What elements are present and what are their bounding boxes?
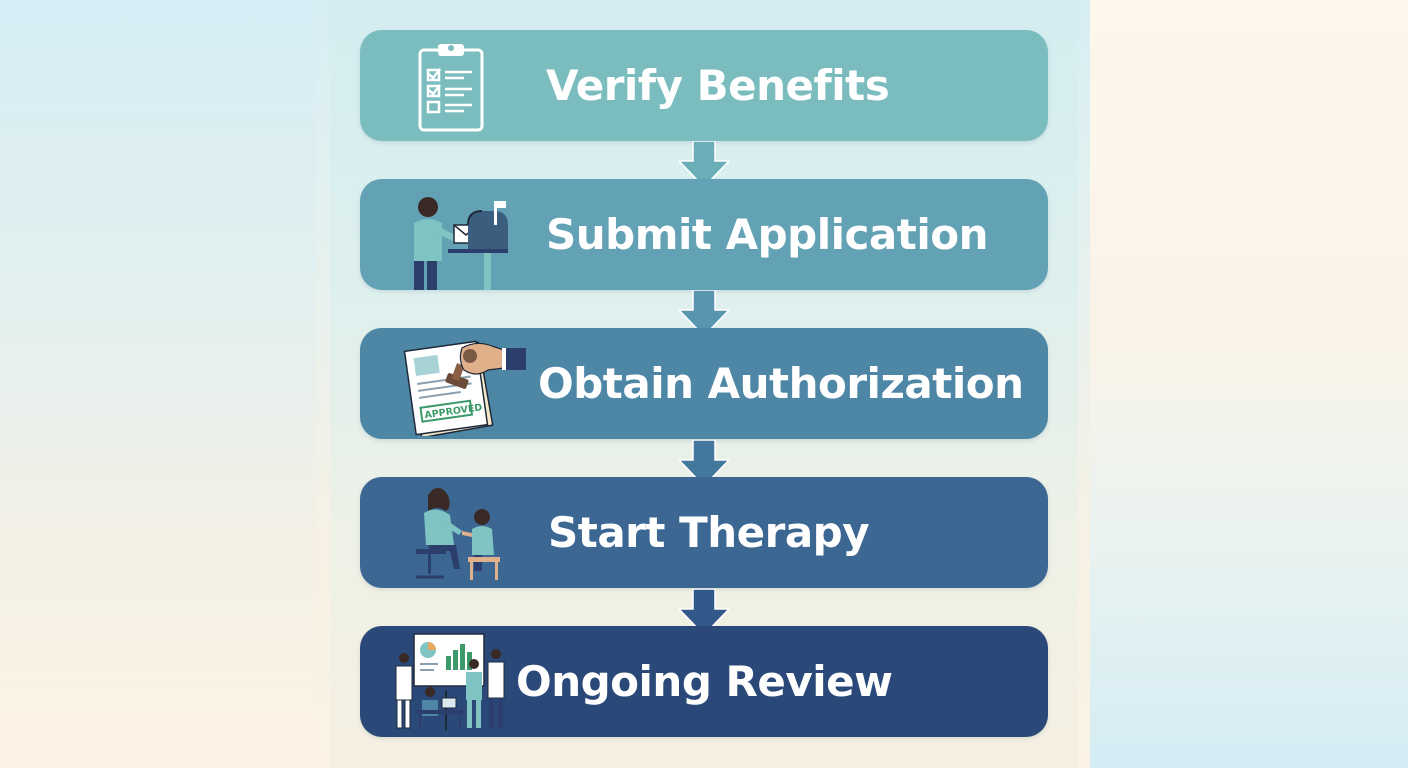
clipboard-checklist-icon: [418, 44, 484, 132]
down-arrow-icon: [679, 440, 729, 486]
step-label: Obtain Authorization: [538, 359, 1024, 408]
step-obtain-authorization: APPROVED Obtain Authorization: [360, 328, 1048, 439]
step-label: Ongoing Review: [516, 657, 893, 706]
background-left: [0, 0, 315, 768]
team-review-icon: [395, 633, 505, 730]
down-arrow-icon: [679, 589, 729, 635]
person-mailbox-icon: [414, 197, 508, 290]
step-ongoing-review: Ongoing Review: [360, 626, 1048, 737]
step-label: Submit Application: [546, 210, 988, 259]
down-arrow-icon: [679, 290, 729, 336]
background-right: [1090, 0, 1408, 768]
approved-stamp-icon: APPROVED: [403, 340, 526, 436]
step-verify-benefits: Verify Benefits: [360, 30, 1048, 141]
down-arrow-icon: [679, 141, 729, 187]
step-label: Verify Benefits: [546, 61, 890, 110]
step-label: Start Therapy: [548, 508, 870, 557]
step-submit-application: Submit Application: [360, 179, 1048, 290]
step-start-therapy: Start Therapy: [360, 477, 1048, 588]
therapist-child-icon: [416, 488, 500, 580]
